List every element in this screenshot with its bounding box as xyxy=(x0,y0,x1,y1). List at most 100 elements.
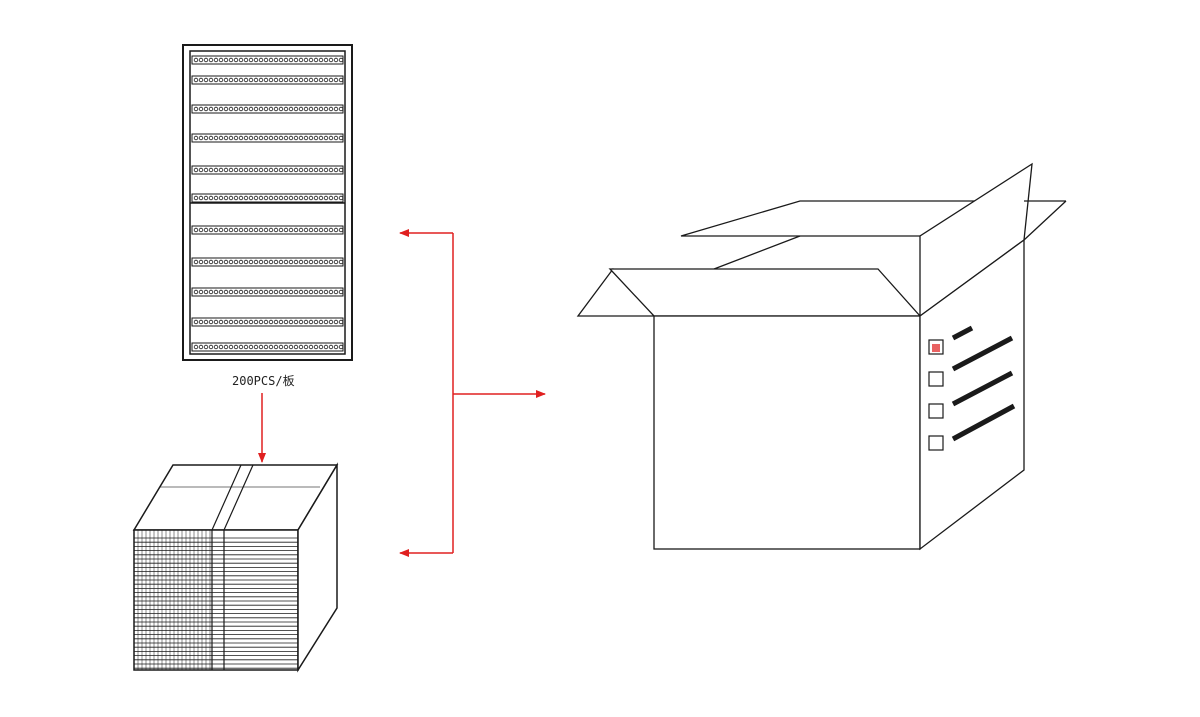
tray-slot xyxy=(223,227,229,233)
tray-slot xyxy=(208,319,214,325)
tray-slot xyxy=(223,135,229,141)
tray-slot xyxy=(258,57,264,63)
tray-slot xyxy=(318,167,324,173)
tray-slot xyxy=(308,195,314,201)
tray-slot xyxy=(328,167,334,173)
tray-slot xyxy=(198,227,204,233)
tray-slot xyxy=(193,135,199,141)
tray-slot xyxy=(333,77,339,83)
tray-slot xyxy=(198,106,204,112)
tray-slot xyxy=(313,259,319,265)
tray-slot xyxy=(208,135,214,141)
tray-slot xyxy=(203,344,209,350)
tray-slot xyxy=(303,106,309,112)
tray-slot xyxy=(233,289,239,295)
tray-slot xyxy=(273,57,279,63)
tray-slot xyxy=(213,344,219,350)
tray-slot xyxy=(233,319,239,325)
tray-slot xyxy=(258,289,264,295)
tray-slot xyxy=(258,77,264,83)
tray-slot xyxy=(248,135,254,141)
tray-slot xyxy=(293,195,299,201)
tray-slot xyxy=(298,106,304,112)
tray-slot xyxy=(208,77,214,83)
tray-slot xyxy=(238,77,244,83)
tray-slot xyxy=(208,289,214,295)
tray-slot xyxy=(293,319,299,325)
tray-slot xyxy=(288,106,294,112)
tray-slot xyxy=(338,195,344,201)
tray-slot xyxy=(303,289,309,295)
tray-slot xyxy=(318,195,324,201)
tray-slot xyxy=(273,259,279,265)
tray-slot xyxy=(293,289,299,295)
tray-slot xyxy=(198,195,204,201)
tray-slot xyxy=(198,77,204,83)
tray-slot xyxy=(283,77,289,83)
tray-slot xyxy=(248,227,254,233)
tray-slot xyxy=(253,259,259,265)
tray-slot xyxy=(278,259,284,265)
tray-slot xyxy=(288,289,294,295)
tray-slot xyxy=(273,227,279,233)
tray-slot xyxy=(243,195,249,201)
tray-slot xyxy=(208,57,214,63)
tray-slot xyxy=(218,135,224,141)
tray-slot xyxy=(238,106,244,112)
tray-slot xyxy=(318,106,324,112)
tray-slot xyxy=(193,259,199,265)
tray-slot xyxy=(213,227,219,233)
tray-slot xyxy=(203,259,209,265)
tray-slot xyxy=(253,135,259,141)
tray-slot xyxy=(233,77,239,83)
tray-slot xyxy=(203,77,209,83)
tray-slot xyxy=(268,106,274,112)
tray-slot xyxy=(328,195,334,201)
tray-slot xyxy=(263,195,269,201)
tray-slot xyxy=(208,227,214,233)
tray-slot xyxy=(228,77,234,83)
tray-slot xyxy=(313,135,319,141)
tray-slot xyxy=(223,77,229,83)
tray-slot xyxy=(248,259,254,265)
tray-slot xyxy=(338,319,344,325)
tray-slot xyxy=(338,289,344,295)
tray-slot xyxy=(268,289,274,295)
tray-slot xyxy=(233,344,239,350)
tray-slot xyxy=(268,77,274,83)
tray-slot xyxy=(258,106,264,112)
tray-slot xyxy=(308,227,314,233)
tray-slot xyxy=(233,135,239,141)
tray-slot xyxy=(263,77,269,83)
tray-slot xyxy=(298,135,304,141)
tray-slot xyxy=(318,259,324,265)
tray-slot xyxy=(323,135,329,141)
tray-slot xyxy=(208,167,214,173)
tray-slot xyxy=(253,167,259,173)
tray-slot xyxy=(268,57,274,63)
tray-slot xyxy=(323,167,329,173)
tray-slot xyxy=(308,259,314,265)
tray-slot xyxy=(253,344,259,350)
tray-slot xyxy=(203,106,209,112)
tray-slot xyxy=(263,227,269,233)
tray-slot xyxy=(238,195,244,201)
tray-slot xyxy=(233,167,239,173)
tray-slot xyxy=(313,57,319,63)
tray-slot xyxy=(283,227,289,233)
tray-slot xyxy=(273,77,279,83)
tray-slot xyxy=(288,57,294,63)
tray-slot xyxy=(338,106,344,112)
tray-slot xyxy=(258,259,264,265)
tray-slot xyxy=(293,106,299,112)
tray-slot xyxy=(263,344,269,350)
tray-slot xyxy=(313,167,319,173)
tray-slot xyxy=(233,106,239,112)
tray-slot xyxy=(328,319,334,325)
tray-slot xyxy=(338,344,344,350)
tray-slot xyxy=(263,106,269,112)
tray-slot xyxy=(243,289,249,295)
tray-slot xyxy=(323,106,329,112)
tray-slot xyxy=(218,57,224,63)
tray-slot xyxy=(333,135,339,141)
